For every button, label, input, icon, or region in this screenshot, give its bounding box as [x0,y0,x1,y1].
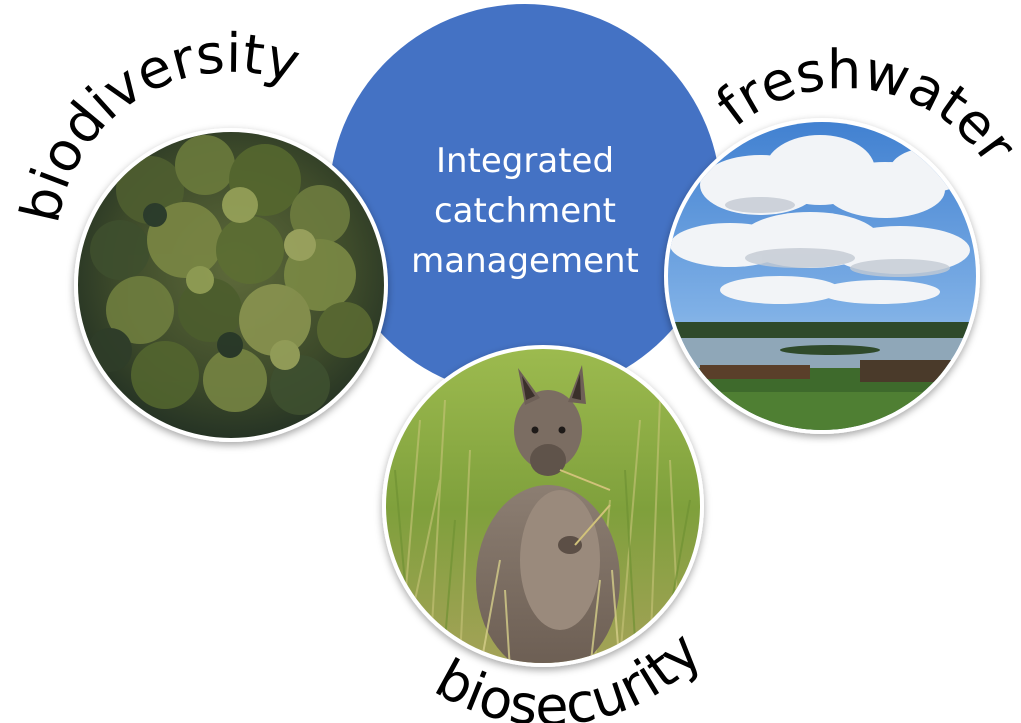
forest-canopy-image [78,132,384,438]
center-circle [329,4,721,396]
center-title-line-1: Integrated [436,141,614,181]
center-title-line-2: catchment [434,191,616,231]
center-title-line-3: management [411,241,639,281]
